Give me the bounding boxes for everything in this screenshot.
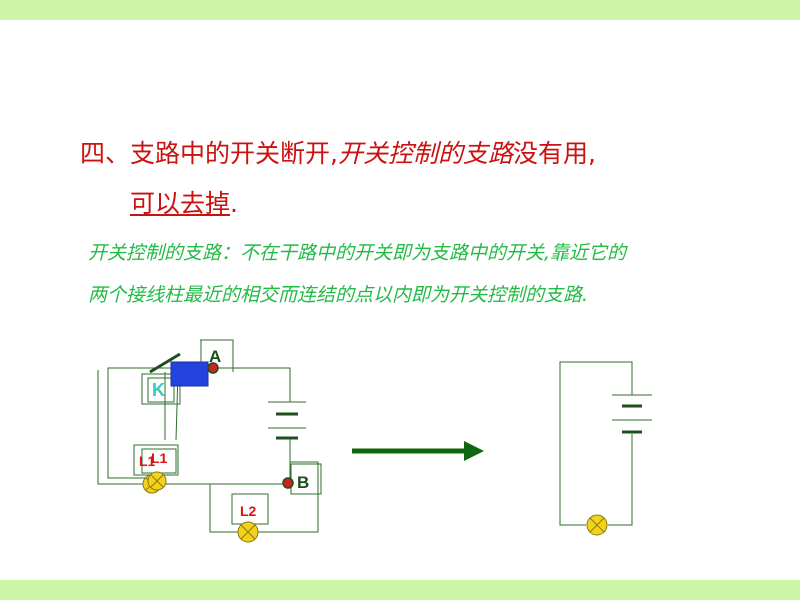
note-line2: 两个接线柱最近的相交而连结的点以内即为开关控制的支路. bbox=[88, 284, 589, 306]
label-L2: L2 bbox=[240, 503, 257, 519]
heading-prefix: 四、支路中的开关断开, bbox=[80, 139, 338, 168]
heading-suffix: 没有用, bbox=[512, 139, 596, 168]
heading-line1: 四、支路中的开关断开,开关控制的支路没有用, bbox=[80, 134, 596, 170]
switch-box-inner bbox=[147, 377, 175, 403]
heading-underlined: 可以去掉 bbox=[130, 189, 231, 218]
battery-left bbox=[268, 401, 306, 440]
switch-block bbox=[170, 361, 209, 387]
node-A bbox=[207, 362, 219, 374]
transform-arrow bbox=[352, 441, 484, 461]
label-A: A bbox=[209, 347, 221, 366]
battery-right bbox=[612, 394, 652, 434]
label-B: B bbox=[297, 473, 309, 492]
label-K: K bbox=[152, 380, 165, 400]
label-L1-b: L1 bbox=[151, 450, 168, 466]
left-circuit bbox=[97, 339, 322, 533]
node-B bbox=[282, 477, 294, 489]
note-line1: 开关控制的支路：不在干路中的开关即为支路中的开关,靠近它的 bbox=[88, 242, 627, 264]
switch-assembly bbox=[149, 352, 209, 387]
right-circuit bbox=[559, 361, 633, 526]
wire-A-left bbox=[107, 367, 213, 479]
bottom-band bbox=[0, 580, 800, 600]
top-band bbox=[0, 0, 800, 20]
label-L1-a: L1 bbox=[139, 453, 156, 469]
wire-lower-left bbox=[209, 484, 238, 533]
wire-left-outer bbox=[97, 370, 150, 485]
switch-box-outer bbox=[141, 373, 181, 405]
wire-right-bottom bbox=[608, 434, 633, 526]
wire-right-loop bbox=[559, 361, 633, 526]
wire-lower-right bbox=[258, 461, 319, 533]
heading-end: . bbox=[230, 189, 238, 218]
bulb-L1-b bbox=[147, 471, 167, 491]
bulb-right bbox=[586, 514, 608, 536]
switch-lever bbox=[149, 352, 181, 374]
heading-line2: 可以去掉. bbox=[130, 184, 238, 220]
heading-italic: 开关控制的支路 bbox=[337, 139, 513, 168]
wire-outer-top bbox=[213, 367, 291, 402]
bulb-L2 bbox=[237, 521, 259, 543]
